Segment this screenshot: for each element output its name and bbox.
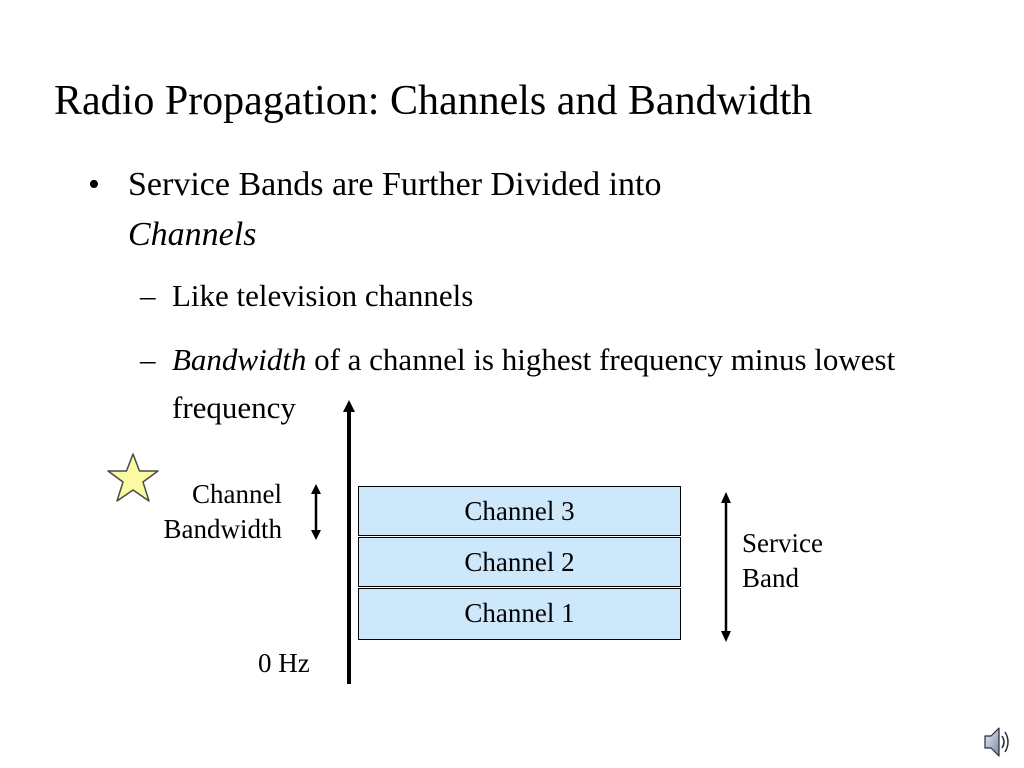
slide-title: Radio Propagation: Channels and Bandwidt… <box>54 78 813 124</box>
service-band-label: Service Band <box>742 526 823 596</box>
channel-bandwidth-arrow-icon <box>311 484 321 540</box>
axis-arrowhead-icon <box>343 400 355 412</box>
service-band-label-line2: Band <box>742 563 799 593</box>
bullet-text-emphasis: Channels <box>128 216 257 253</box>
axis-origin-label: 0 Hz <box>258 648 310 678</box>
service-band-arrow-icon <box>721 492 731 642</box>
sub-bullet-text: Bandwidth of a channel is highest freque… <box>172 336 900 432</box>
channel-bandwidth-label: Channel Bandwidth <box>120 477 283 547</box>
sub-bullet-emphasis: Bandwidth <box>172 342 307 377</box>
sub-bullet-marker: – <box>140 342 156 377</box>
sub-bullet-rest: of a channel is highest frequency minus … <box>172 342 896 425</box>
speaker-icon[interactable] <box>982 724 1012 760</box>
channel-bandwidth-label-line1: Channel <box>192 479 282 509</box>
bullet-text-prefix: Service Bands are Further Divided into <box>128 166 662 203</box>
channel-box-1: Channel 1 <box>358 588 681 640</box>
channel-box-2: Channel 2 <box>358 537 681 587</box>
sub-bullet-text: Like television channels <box>172 278 474 313</box>
frequency-axis <box>347 408 351 684</box>
service-band-label-line1: Service <box>742 528 823 558</box>
channel-bandwidth-label-line2: Bandwidth <box>163 514 283 544</box>
bullet-marker: • <box>88 166 100 203</box>
sub-bullet-marker: – <box>140 278 156 313</box>
channel-box-3: Channel 3 <box>358 486 681 536</box>
star-icon <box>107 453 159 502</box>
